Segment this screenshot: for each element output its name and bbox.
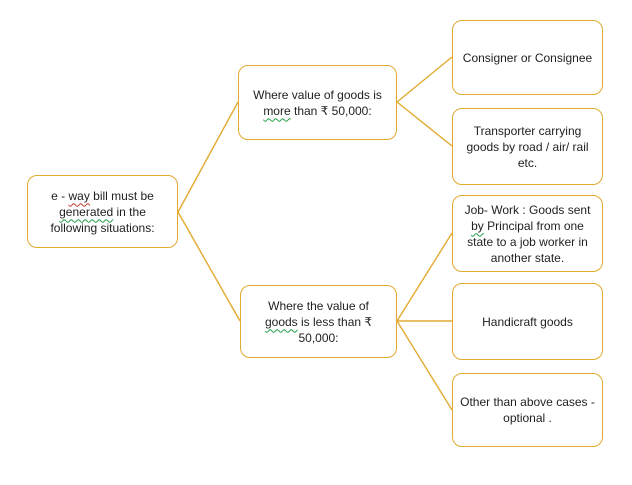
grammar-flagged-word: by [471, 218, 484, 233]
connector-root-to-less [177, 211, 241, 322]
text-segment: e - [51, 188, 69, 203]
node-transporter-carrying-goods[interactable]: Transporter carrying goods by road / air… [452, 108, 603, 185]
text-segment: is less than ₹ [297, 314, 373, 329]
text-segment: than ₹ 50,000: [290, 103, 372, 118]
node-text-line: 50,000: [298, 330, 339, 345]
node-text-line: e - way bill must be [51, 188, 154, 204]
node-text-line: Transporter carrying [473, 123, 582, 138]
connector-root-to-more [177, 101, 239, 213]
node-other-cases-optional[interactable]: Other than above cases - optional . [452, 373, 603, 447]
node-value-less-than-50000[interactable]: Where the value of goods is less than ₹ … [240, 285, 397, 358]
node-text-line: Job- Work : Goods sent [464, 202, 591, 217]
connector-less-to-jobwork [396, 232, 453, 322]
node-text-line: goods by road / air/ rail [466, 139, 589, 154]
node-text-line: state to a job worker in [467, 234, 588, 249]
node-text-line: Handicraft goods [482, 314, 573, 329]
node-text-line: etc. [517, 155, 538, 170]
node-text-line: following situations: [50, 220, 155, 235]
node-text-line: Consigner or Consignee [462, 50, 593, 65]
node-handicraft-goods[interactable]: Handicraft goods [452, 283, 603, 360]
node-text-line: Other than above cases - [460, 395, 595, 409]
node-text-line: goods is less than ₹ [265, 314, 372, 330]
grammar-flagged-word: more [263, 103, 291, 118]
connector-more-to-consigner [396, 56, 453, 103]
text-segment: bill must be [89, 188, 154, 203]
node-text-line: generated in the [59, 204, 146, 220]
node-text-line: by Principal from one [471, 218, 584, 234]
grammar-flagged-word: generated [59, 204, 114, 219]
node-text-line: another state. [490, 250, 565, 265]
node-text-line: more than ₹ 50,000: [263, 103, 371, 119]
node-text-line: Where value of goods is [253, 87, 382, 102]
misspelled-word: way [68, 188, 90, 203]
node-root-eway-bill[interactable]: e - way bill must be generated in the fo… [27, 175, 178, 248]
node-job-work[interactable]: Job- Work : Goods sent by Principal from… [452, 195, 603, 272]
connector-more-to-transporter [396, 101, 453, 147]
grammar-flagged-word: goods [264, 314, 298, 329]
node-text-line: Where the value of [268, 298, 369, 313]
node-consigner-or-consignee[interactable]: Consigner or Consignee [452, 20, 603, 95]
text-segment: Principal from one [483, 218, 584, 233]
node-text-line: optional . [503, 411, 552, 425]
connector-less-to-other [396, 320, 453, 411]
text-segment: in the [113, 204, 146, 219]
node-value-more-than-50000[interactable]: Where value of goods is more than ₹ 50,0… [238, 65, 397, 140]
